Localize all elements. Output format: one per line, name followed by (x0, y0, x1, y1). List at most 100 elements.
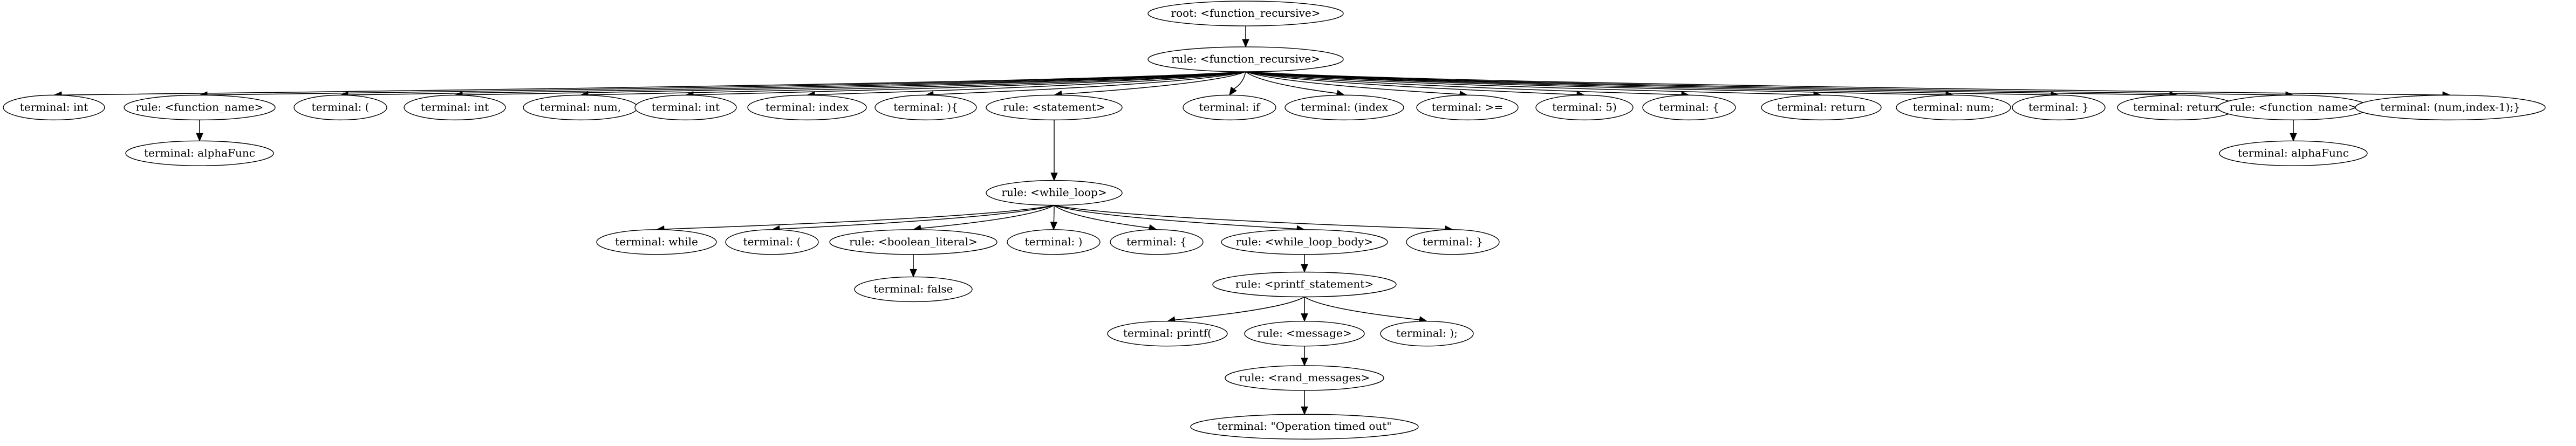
tree-node-ellipse (1183, 94, 1276, 121)
tree-node: rule: <function_recursive> (1147, 46, 1344, 72)
tree-node: terminal: { (1110, 229, 1204, 255)
tree-node-label: terminal: ( (312, 100, 370, 113)
tree-node-label: rule: <function_name> (136, 100, 264, 113)
tree-edge (1054, 204, 1297, 230)
tree-node-ellipse (1110, 229, 1204, 255)
tree-node-label: terminal: 5) (1552, 100, 1617, 113)
tree-edge (1245, 71, 1577, 95)
tree-node-ellipse (2012, 94, 2106, 121)
tree-node-label: terminal: printf( (1123, 327, 1212, 340)
tree-edge (693, 71, 1246, 95)
tree-node-ellipse (2219, 140, 2368, 167)
tree-node-ellipse (2355, 94, 2546, 121)
tree-node-ellipse (125, 140, 274, 167)
tree-node: rule: <while_loop_body> (1221, 229, 1388, 255)
tree-node-ellipse (747, 94, 867, 121)
tree-edge (1245, 71, 1682, 95)
parse-tree-edges (53, 26, 2451, 415)
tree-node-ellipse (634, 94, 737, 121)
tree-node-label: terminal: (index (1301, 100, 1389, 113)
tree-node-ellipse (1147, 46, 1344, 72)
parse-tree-nodes: root: <function_recursive> rule: <functio… (3, 1, 2546, 440)
tree-node: rule: <function_name> (124, 94, 276, 121)
tree-node-label: terminal: ) (1025, 235, 1083, 248)
tree-node: terminal: num, (523, 94, 638, 121)
tree-node-ellipse (854, 276, 973, 303)
tree-edge-arrowhead (1050, 173, 1058, 181)
tree-edge (587, 71, 1246, 95)
tree-node-label: terminal: "Operation timed out" (1217, 420, 1391, 433)
tree-node-ellipse (986, 94, 1123, 121)
tree-node-ellipse (1221, 229, 1388, 255)
tree-node: rule: <statement> (986, 94, 1123, 121)
tree-edge (1233, 71, 1246, 90)
tree-node-label: terminal: { (1659, 100, 1719, 113)
tree-node-ellipse (1642, 94, 1736, 121)
tree-node: terminal: num; (1896, 94, 2011, 121)
tree-node-label: terminal: int (652, 100, 720, 113)
tree-node-label: terminal: } (2028, 100, 2089, 113)
tree-node-ellipse (404, 94, 506, 121)
tree-node-label: rule: <rand_messages> (1239, 371, 1370, 384)
tree-node-label: terminal: false (874, 282, 953, 295)
tree-node-label: rule: <statement> (1003, 100, 1105, 113)
tree-node-label: terminal: index (766, 100, 849, 113)
tree-node: terminal: return (1761, 94, 1882, 121)
tree-edge (664, 204, 1055, 230)
tree-node-ellipse (1416, 94, 1519, 121)
tree-node-label: rule: <boolean_literal> (849, 235, 978, 248)
tree-edge-arrowhead (1229, 86, 1237, 96)
tree-node-ellipse (1147, 1, 1344, 26)
tree-node-ellipse (1212, 271, 1397, 298)
tree-node: rule: <boolean_literal> (829, 229, 997, 255)
tree-node-label: terminal: num, (540, 100, 621, 113)
tree-node-label: terminal: ( (743, 235, 801, 248)
tree-edge-arrowhead (1301, 358, 1308, 367)
tree-node-label: terminal: ){ (893, 100, 958, 113)
tree-node-ellipse (1896, 94, 2011, 121)
tree-edge-arrowhead (1301, 264, 1308, 273)
tree-node: rule: <while_loop> (986, 180, 1123, 206)
tree-edge (1061, 71, 1246, 95)
tree-node-label: terminal: int (421, 100, 489, 113)
tree-edge (779, 204, 1055, 230)
tree-node-label: terminal: } (1423, 235, 1483, 248)
tree-node: terminal: while (596, 229, 717, 255)
tree-node: terminal: alphaFunc (2219, 140, 2368, 167)
tree-edge (920, 204, 1055, 229)
tree-node-label: rule: <while_loop> (1001, 186, 1106, 199)
tree-node: terminal: if (1183, 94, 1276, 121)
tree-node-label: rule: <function_recursive> (1171, 52, 1320, 65)
tree-node: rule: <message> (1244, 320, 1365, 347)
tree-edge (207, 71, 1246, 95)
tree-node: terminal: 5) (1535, 94, 1634, 121)
tree-edge (814, 71, 1246, 95)
tree-node: terminal: ); (1380, 320, 1474, 347)
tree-edge-arrowhead (1301, 406, 1308, 415)
tree-node-ellipse (1007, 229, 1101, 255)
tree-node: terminal: index (747, 94, 867, 121)
tree-node-label: terminal: (num,index-1);} (2380, 100, 2520, 113)
tree-node-label: terminal: >= (1432, 100, 1504, 113)
tree-node-ellipse (1535, 94, 1634, 121)
tree-node: terminal: { (1642, 94, 1736, 121)
tree-node: rule: <function_name> (2217, 94, 2369, 121)
tree-node-ellipse (725, 229, 819, 255)
tree-edge (1245, 71, 2443, 95)
tree-node-ellipse (1190, 414, 1419, 440)
tree-node-ellipse (3, 94, 105, 121)
tree-node-label: terminal: return (1777, 100, 1866, 113)
tree-node-label: rule: <function_name> (2230, 100, 2358, 113)
tree-node-ellipse (1225, 365, 1384, 391)
tree-edge-arrowhead (196, 133, 203, 142)
tree-node-label: root: <function_recursive> (1171, 6, 1321, 19)
tree-node: rule: <printf_statement> (1212, 271, 1397, 298)
tree-edge (1245, 71, 1460, 95)
tree-node: terminal: } (2012, 94, 2106, 121)
tree-node-ellipse (1761, 94, 1882, 121)
tree-edge-arrowhead (1050, 222, 1058, 231)
tree-node: terminal: int (404, 94, 506, 121)
tree-node: terminal: ){ (874, 94, 977, 121)
tree-edge-arrowhead (910, 269, 917, 278)
